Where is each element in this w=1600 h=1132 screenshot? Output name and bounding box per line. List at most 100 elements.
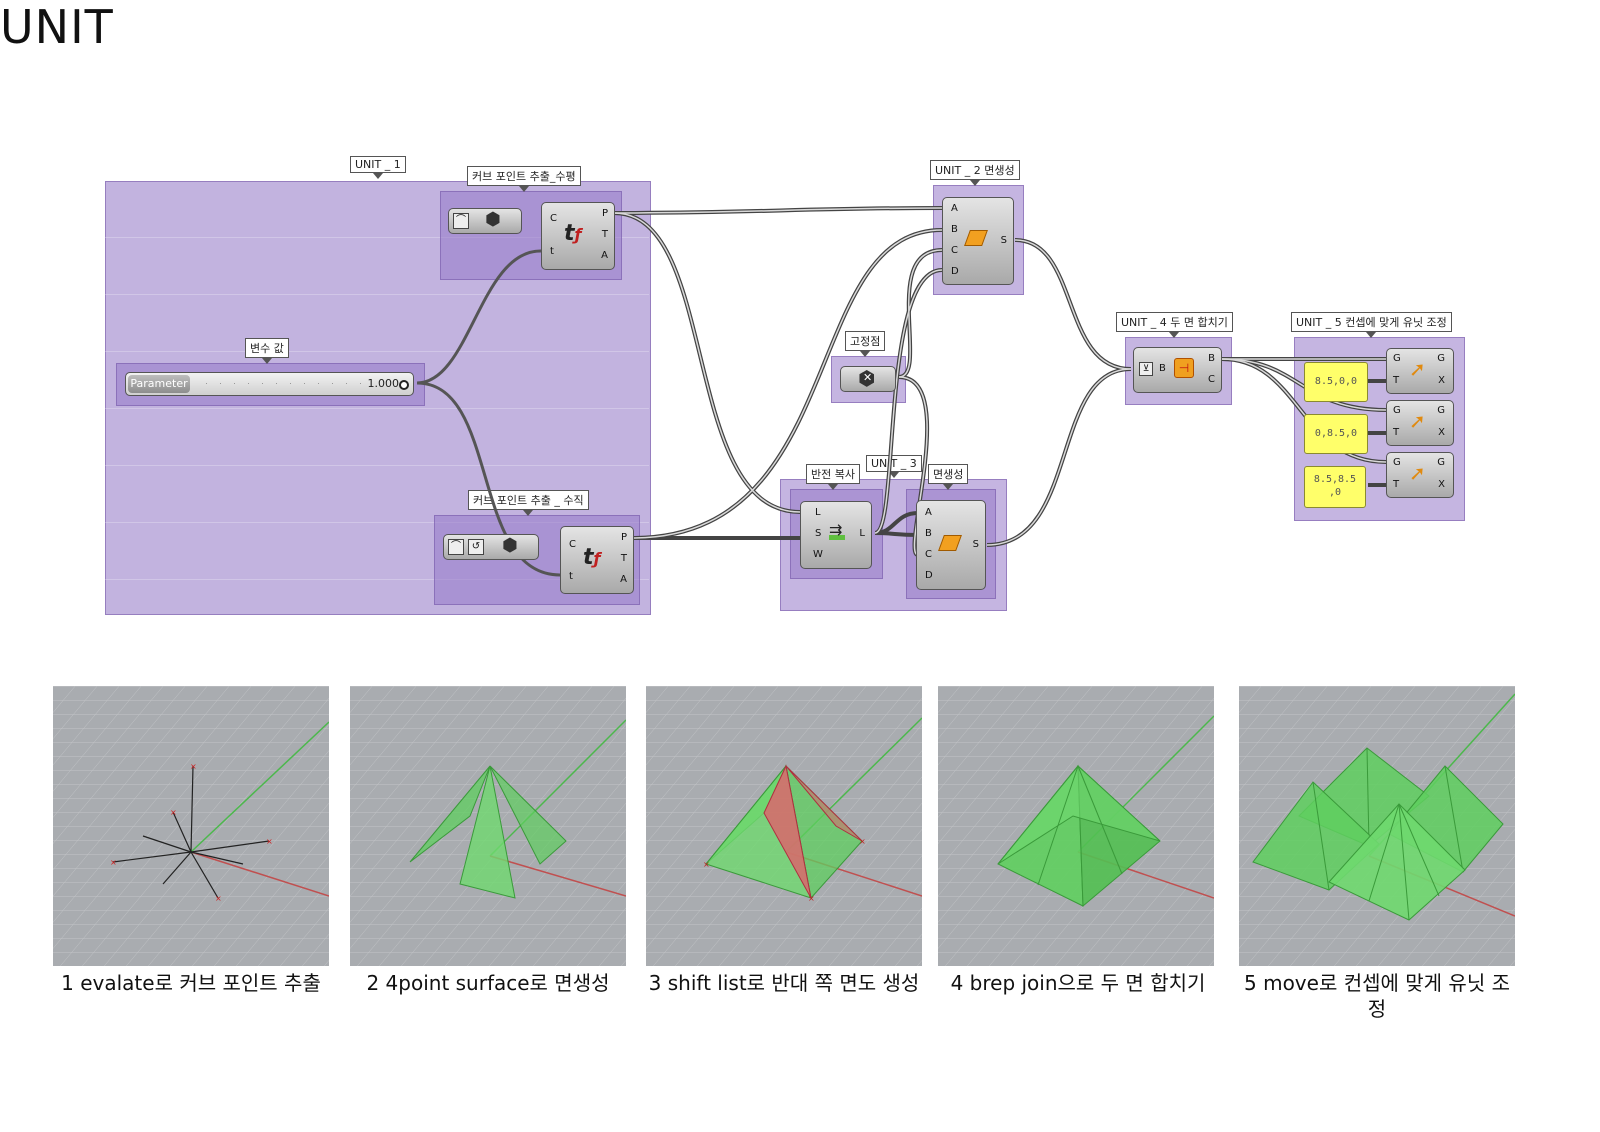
port-W: W [813,549,823,560]
port-G: G [1393,405,1401,416]
caption-4: 4 brep join으로 두 면 합치기 [950,971,1206,995]
vector-panel-2[interactable]: 0,8.5,0 [1304,414,1368,454]
fixed-point[interactable]: ⬢ ✕ [840,366,896,392]
port-T: T [1393,479,1400,490]
port-P: P [620,532,627,543]
slider-track [206,383,363,384]
svg-text:×: × [859,837,866,846]
surface-4pt-1[interactable]: A B C D S [942,197,1014,285]
curve-param-v[interactable]: ⌒ ↺ ⬢ [443,534,539,560]
port-B: B [1159,363,1166,374]
label-curve-v: 커브 포인트 추출 _ 수직 [468,490,589,516]
shift-list[interactable]: L S W L ⇉ [800,501,872,569]
svg-text:×: × [215,894,222,903]
point-icon: ⬢ [858,366,876,390]
evaluate-curve-h[interactable]: C t P T A tƒ [541,202,615,270]
vector-panel-3[interactable]: 8.5,8.5 ,0 [1304,466,1366,508]
brep-join-icon: ⊣ [1174,358,1194,378]
port-t: t [550,246,554,257]
parameter-slider[interactable]: Parameter 1.000 [125,372,414,396]
move-1[interactable]: G T G X ➚ [1386,348,1454,394]
viewport-5-drawing [1239,686,1515,966]
move-icon: ➚ [1409,357,1426,381]
shift-list-icon: ⇉ [829,520,845,540]
port-t: t [569,571,573,582]
port-B: B [951,224,958,235]
port-A: A [601,250,608,261]
caption-3: 3 shift list로 반대 쪽 면도 생성 [648,971,920,995]
port-T: T [1393,375,1400,386]
vector-panel-1[interactable]: 8.5,0,0 [1304,362,1368,402]
caption-5: 5 move로 컨셉에 맞게 유닛 조정 [1244,971,1510,1021]
wire-srf1-join [1014,238,1132,371]
label-unit3: UNIT _ 3 [866,455,922,478]
port-P: P [601,208,608,219]
curve-param-icon: ⌒ [448,539,464,555]
page-title: UNIT [0,0,114,54]
viewport-1[interactable]: ××××× [53,686,329,966]
caption-1: 1 evalate로 커브 포인트 추출 [61,971,321,995]
svg-text:×: × [808,894,815,903]
port-X-out: X [1438,375,1445,386]
viewport-5[interactable] [1239,686,1515,966]
brep-join[interactable]: ⊻ B ⊣ B C [1133,347,1222,393]
label-variable: 변수 값 [245,338,289,364]
svg-text:×: × [110,858,117,867]
evaluate-curve-icon: tƒ [564,221,582,246]
port-T: T [601,229,608,240]
surface-4pt-2[interactable]: A B C D S [916,500,986,590]
x-icon: ✕ [863,371,873,384]
wire-slider-eval-h [416,249,542,385]
viewport-4[interactable] [938,686,1214,966]
port-A: A [925,507,932,518]
port-T: T [1393,427,1400,438]
port-A: A [620,574,627,585]
move-2[interactable]: G T G X ➚ [1386,400,1454,446]
port-S: S [1000,235,1007,246]
curve-param-h[interactable]: ⌒ ⬢ [448,208,522,234]
port-G-out: G [1437,405,1445,416]
viewport-3[interactable]: ××× [646,686,922,966]
rotate-icon: ↺ [468,539,484,555]
svg-text:×: × [190,762,197,771]
svg-text:×: × [170,808,177,817]
port-G-out: G [1437,457,1445,468]
hex-param-icon: ⬢ [485,209,501,230]
port-G: G [1393,353,1401,364]
viewport-1-drawing: ××××× [53,686,329,966]
move-3[interactable]: G T G X ➚ [1386,452,1454,498]
label-unit1: UNIT _ 1 [350,156,406,179]
viewport-2[interactable] [350,686,626,966]
port-C: C [925,549,932,560]
wire-srf2-join [986,367,1132,547]
port-T: T [620,553,627,564]
flatten-icon: ⊻ [1139,362,1153,376]
label-unit5: UNIT _ 5 컨셉에 맞게 유닛 조정 [1291,312,1452,338]
hex-param-icon: ⬢ [502,535,518,556]
evaluate-curve-v[interactable]: C t P T A tƒ [560,526,634,594]
curve-param-icon: ⌒ [453,213,469,229]
move-icon: ➚ [1409,409,1426,433]
slider-label: Parameter [128,375,190,393]
slider-value: 1.000 [367,377,400,390]
viewport-3-drawing: ××× [646,686,922,966]
viewport-2-drawing [350,686,626,966]
port-C: C [951,245,958,256]
label-mirror: 반전 복사 [806,464,860,490]
port-S: S [972,539,979,550]
port-C: C [550,213,557,224]
port-D: D [925,570,933,581]
surface-4pt-icon [938,535,962,551]
port-G-out: G [1437,353,1445,364]
viewport-4-drawing [938,686,1214,966]
wire-shift-srf2B [874,531,919,537]
surface-4pt-icon [964,230,988,246]
label-fixed: 고정점 [845,331,886,357]
port-B-out: B [1208,353,1215,364]
label-unit2: UNIT _ 2 면생성 [930,160,1020,186]
label-unit4: UNIT _ 4 두 면 합치기 [1116,312,1233,338]
port-L-out: L [859,528,865,539]
port-C: C [569,539,576,550]
port-S: S [815,528,822,539]
slider-grip[interactable] [399,380,409,390]
